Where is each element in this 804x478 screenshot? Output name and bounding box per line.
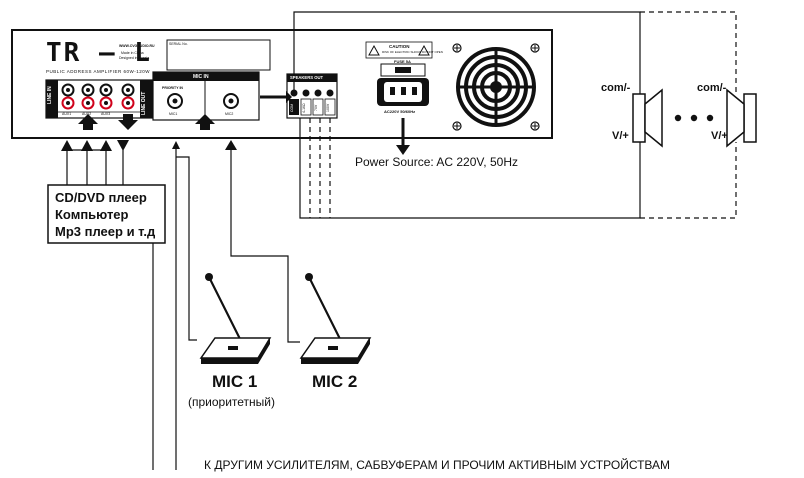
caution-label [365, 41, 433, 59]
line-out-tab [140, 80, 152, 118]
speaker-left-com-label: com/- [601, 82, 631, 94]
mic2-jack-label: MIC2 [225, 112, 234, 116]
mic-in-arrow-icon [195, 114, 215, 130]
mic-wiring [176, 150, 300, 343]
aux1-label: AUX1 [62, 112, 72, 116]
aux2-label: AUX2 [82, 112, 92, 116]
mic1-icon [199, 273, 272, 364]
fan-grille-icon [456, 47, 536, 127]
warning-icon [418, 44, 430, 56]
power-arrow-icon [396, 118, 410, 155]
terminal-com: COM [290, 103, 294, 112]
mic1-jack-label: MIC1 [169, 112, 178, 116]
sources-line-2: Компьютер [55, 207, 129, 222]
power-rating-label: AC220V 50/60Hz [384, 109, 416, 114]
sources-line-3: Mp3 плеер и т.д [55, 224, 156, 239]
serial-box [166, 39, 271, 71]
mic1-label: MIC 1 [212, 372, 258, 391]
terminal-100v: 100V [326, 103, 330, 112]
caution-text: RISK OF ELECTRIC SHOCK DO NOT OPEN [382, 50, 443, 54]
terminal-4-16: 4-16Ω [302, 103, 306, 113]
aux3-label: AUX3 [101, 112, 111, 116]
sources-line-1: CD/DVD плеер [55, 190, 147, 205]
mic-in-header [153, 72, 259, 81]
brand-subtitle: PUBLIC ADDRESS AMPLIFIER 60W-120W [46, 69, 150, 74]
sources-box [47, 184, 166, 244]
mic-in-label: MIC IN [193, 74, 209, 80]
speaker-left-icon [632, 88, 663, 148]
source-wiring [66, 149, 124, 185]
terminal-70v: 70V [314, 104, 318, 111]
fan-screws [452, 43, 540, 131]
mic2-label: MIC 2 [312, 372, 358, 391]
website-text: WWW.CVGAUDIO.RU [119, 44, 155, 48]
power-source-label: Power Source: AC 220V, 50Hz [355, 155, 518, 169]
fuse-label: FUSE 5A [394, 59, 411, 64]
line-out-label: LINE OUT [141, 91, 147, 115]
serial-label: SERIAL No. [169, 42, 188, 46]
priority-in-label: PRIORITY IN [162, 86, 183, 90]
made-in-text: Made in China [121, 51, 144, 55]
mic2-icon [299, 273, 372, 364]
speaker-right-com-label: com/- [697, 82, 727, 94]
designed-in-text: Designed in Russia [119, 56, 150, 60]
ellipsis-dots-icon [674, 114, 714, 122]
source-arrows [61, 140, 129, 151]
speakers-out-header [287, 74, 337, 82]
speaker-left-v-label: V/+ [612, 130, 629, 142]
line-in-tab [46, 80, 58, 118]
footer-label: К ДРУГИМ УСИЛИТЕЛЯМ, САБВУФЕРАМ И ПРОЧИМ… [204, 458, 671, 472]
speaker-right-v-label: V/+ [711, 130, 728, 142]
line-in-arrow-icon [78, 114, 98, 130]
line-out-arrow-icon [118, 114, 138, 130]
caution-title: CAUTION [389, 44, 410, 49]
rca-jacks [61, 83, 135, 110]
warning-icon [368, 44, 380, 56]
speakers-out-label: SPEAKERS OUT [290, 75, 324, 80]
speaker-right-icon [726, 88, 757, 148]
speaker-terminals [289, 89, 336, 116]
speaker-wiring [293, 11, 737, 219]
line-in-label: LINE IN [47, 86, 53, 104]
brand-logo: TR — L [46, 38, 152, 68]
mic1-note: (приоритетный) [188, 395, 276, 409]
